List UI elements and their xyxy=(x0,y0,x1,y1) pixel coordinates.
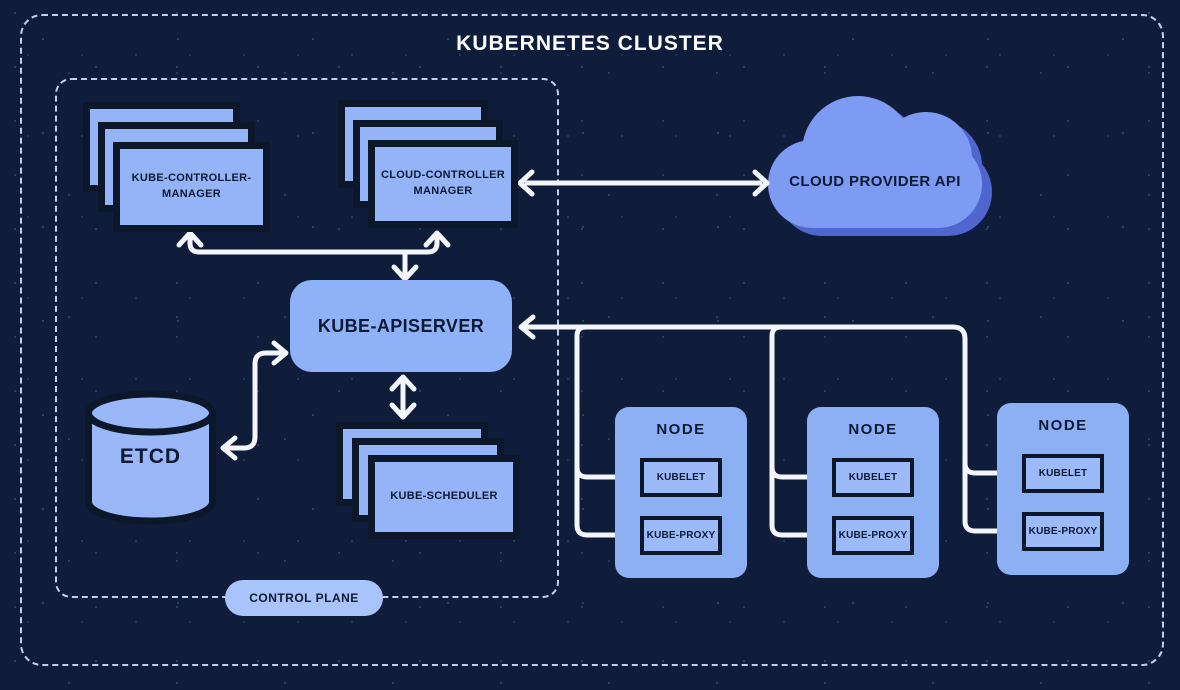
kube-proxy-label: KUBE-PROXY xyxy=(646,530,716,541)
node-2-kubelet-box: KUBELET xyxy=(832,458,914,497)
node-3-kube-proxy-box: KUBE-PROXY xyxy=(1022,512,1104,551)
control-plane-label: CONTROL PLANE xyxy=(249,591,359,605)
cloud-controller-manager-box: CLOUD-CONTROLLER MANAGER xyxy=(368,140,518,228)
arrow-apiserver-scheduler xyxy=(389,374,417,420)
cloud-controller-manager-label: CLOUD-CONTROLLER MANAGER xyxy=(381,169,505,197)
etcd-label: ETCD xyxy=(119,445,182,468)
arrow-nodes-apiserver xyxy=(518,314,1021,548)
kube-scheduler-box: KUBE-SCHEDULER xyxy=(368,455,520,539)
kubelet-label: KUBELET xyxy=(656,472,706,483)
cloud-provider-api-label: CLOUD PROVIDER API xyxy=(789,173,961,190)
node-3-kubelet-box: KUBELET xyxy=(1022,454,1104,493)
kube-controller-manager-stack: KUBE-CONTROLLER- MANAGER xyxy=(83,102,271,233)
kube-scheduler-label: KUBE-SCHEDULER xyxy=(390,490,498,503)
kube-scheduler-stack: KUBE-SCHEDULER xyxy=(336,422,521,539)
arrow-etcd-apiserver xyxy=(220,340,289,461)
kubelet-label: KUBELET xyxy=(848,472,898,483)
node-2: NODE KUBELET KUBE-PROXY xyxy=(807,407,939,578)
cloud-shape xyxy=(768,96,982,228)
diagram-title: KUBERNETES CLUSTER xyxy=(456,32,724,55)
kube-proxy-label: KUBE-PROXY xyxy=(838,530,908,541)
cloud-controller-manager-stack: CLOUD-CONTROLLER MANAGER xyxy=(338,100,519,228)
arrow-cloudcontroller-cloudapi xyxy=(517,169,770,197)
etcd-cylinder-shape xyxy=(85,390,216,525)
node-2-kube-proxy-box: KUBE-PROXY xyxy=(832,516,914,555)
control-plane-pill: CONTROL PLANE xyxy=(225,580,383,616)
cluster-boundary xyxy=(20,14,1164,666)
kube-controller-manager-label: KUBE-CONTROLLER- MANAGER xyxy=(131,172,252,200)
node-3: NODE KUBELET KUBE-PROXY xyxy=(997,403,1129,575)
node-1-title: NODE xyxy=(656,421,706,438)
kubelet-label: KUBELET xyxy=(1038,468,1088,479)
kube-apiserver-box: KUBE-APISERVER xyxy=(290,280,512,372)
kube-proxy-label: KUBE-PROXY xyxy=(1028,526,1098,537)
node-3-title: NODE xyxy=(1038,417,1088,434)
node-2-title: NODE xyxy=(848,421,898,438)
node-1-kubelet-box: KUBELET xyxy=(640,458,722,497)
arrow-controllers-apiserver xyxy=(176,230,451,282)
node-1-kube-proxy-box: KUBE-PROXY xyxy=(640,516,722,555)
node-1: NODE KUBELET KUBE-PROXY xyxy=(615,407,747,578)
kube-apiserver-label: KUBE-APISERVER xyxy=(317,315,485,336)
kube-controller-manager-box: KUBE-CONTROLLER- MANAGER xyxy=(113,142,270,232)
